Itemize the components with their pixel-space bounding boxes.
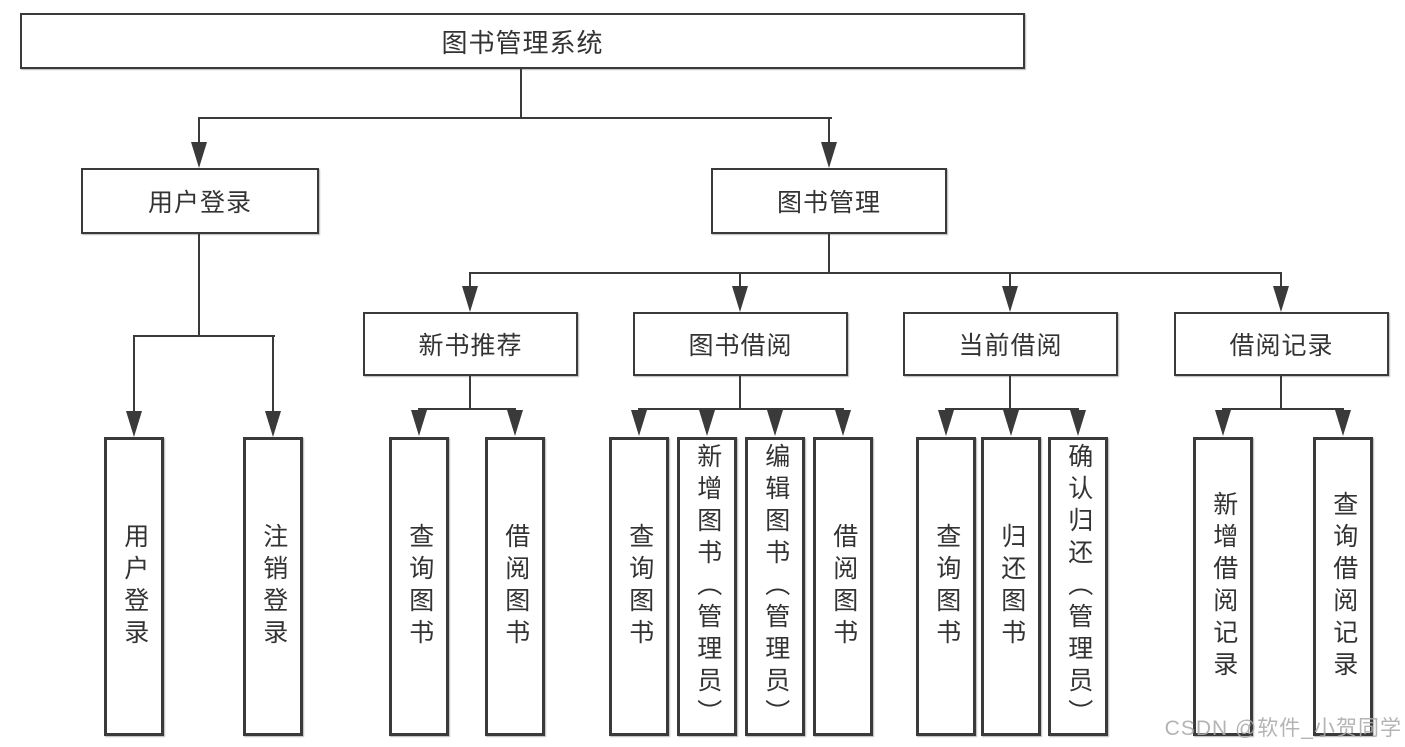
- connector-line: [133, 335, 275, 337]
- connector-line: [520, 69, 522, 119]
- connector-line: [638, 408, 844, 410]
- node-borrowing-records: 借阅记录: [1174, 312, 1389, 376]
- node-label: 图书管理: [776, 189, 881, 217]
- node-label: 借阅记录: [1229, 332, 1334, 360]
- node-label: 借阅图书: [829, 522, 858, 651]
- arrow-down-icon: [1002, 286, 1018, 312]
- connector-line: [272, 337, 274, 413]
- node-label: 新增借阅记录: [1209, 490, 1238, 683]
- leaf-query-books-borrow: 查询图书: [609, 437, 669, 736]
- leaf-logout: 注销登录: [243, 437, 303, 736]
- leaf-add-borrow-record: 新增借阅记录: [1193, 437, 1253, 736]
- connector-line: [739, 376, 741, 410]
- node-user-login: 用户登录: [81, 168, 319, 234]
- arrow-down-icon: [1070, 410, 1086, 436]
- node-label: 新增图书（管理员）: [693, 442, 722, 731]
- arrow-down-icon: [1215, 410, 1231, 436]
- node-label: 借阅图书: [501, 522, 530, 651]
- connector-line: [198, 117, 832, 119]
- connector-line: [133, 337, 135, 413]
- arrow-down-icon: [126, 411, 142, 437]
- connector-line: [1280, 376, 1282, 410]
- node-book-management: 图书管理: [711, 168, 947, 234]
- node-label: 查询图书: [932, 522, 961, 651]
- leaf-user-login: 用户登录: [104, 437, 164, 736]
- connector-line: [828, 234, 830, 274]
- arrow-down-icon: [938, 410, 954, 436]
- arrow-down-icon: [631, 410, 647, 436]
- connector-line: [469, 272, 1282, 274]
- node-label: 查询图书: [625, 522, 654, 651]
- node-label: 新书推荐: [418, 332, 523, 360]
- arrow-down-icon: [507, 410, 523, 436]
- connector-line: [945, 408, 1079, 410]
- node-label: 用户登录: [147, 189, 252, 217]
- connector-line: [1009, 376, 1011, 410]
- arrow-down-icon: [462, 286, 478, 312]
- arrow-down-icon: [767, 410, 783, 436]
- leaf-confirm-return-admin: 确认归还（管理员）: [1048, 437, 1108, 736]
- node-label: 当前借阅: [958, 332, 1063, 360]
- connector-line: [469, 274, 471, 288]
- connector-line: [198, 234, 200, 337]
- leaf-borrow-books-recommend: 借阅图书: [485, 437, 545, 736]
- arrow-down-icon: [191, 142, 207, 168]
- connector-line: [1009, 274, 1011, 288]
- arrow-down-icon: [732, 286, 748, 312]
- node-label: 图书管理系统: [441, 27, 604, 58]
- arrow-down-icon: [835, 410, 851, 436]
- leaf-borrow-books: 借阅图书: [813, 437, 873, 736]
- node-new-book-recommendation: 新书推荐: [363, 312, 578, 376]
- arrow-down-icon: [1003, 410, 1019, 436]
- leaf-query-borrow-record: 查询借阅记录: [1313, 437, 1373, 736]
- node-label: 图书借阅: [688, 332, 793, 360]
- leaf-query-books-recommend: 查询图书: [389, 437, 449, 736]
- leaf-query-books-current: 查询图书: [916, 437, 976, 736]
- leaf-add-books-admin: 新增图书（管理员）: [677, 437, 737, 736]
- connector-line: [1222, 408, 1344, 410]
- node-current-borrowing: 当前借阅: [903, 312, 1118, 376]
- leaf-return-books: 归还图书: [981, 437, 1041, 736]
- node-label: 用户登录: [120, 522, 149, 651]
- node-book-borrowing: 图书借阅: [633, 312, 848, 376]
- connector-line: [739, 274, 741, 288]
- arrow-down-icon: [1335, 410, 1351, 436]
- connector-line: [198, 119, 200, 146]
- connector-line: [828, 119, 830, 146]
- arrow-down-icon: [821, 142, 837, 168]
- csdn-watermark: CSDN @软件_小贺同学: [1164, 717, 1402, 740]
- connector-line: [418, 408, 516, 410]
- node-label: 归还图书: [997, 522, 1026, 651]
- connector-line: [469, 376, 471, 410]
- arrow-down-icon: [411, 410, 427, 436]
- node-label: 注销登录: [259, 522, 288, 651]
- connector-line: [1280, 274, 1282, 288]
- arrow-down-icon: [699, 410, 715, 436]
- node-label: 查询图书: [405, 522, 434, 651]
- arrow-down-icon: [1273, 286, 1289, 312]
- leaf-edit-books-admin: 编辑图书（管理员）: [745, 437, 805, 736]
- node-label: 编辑图书（管理员）: [761, 442, 790, 731]
- node-library-management-system: 图书管理系统: [20, 13, 1025, 69]
- arrow-down-icon: [265, 411, 281, 437]
- node-label: 确认归还（管理员）: [1064, 442, 1093, 731]
- node-label: 查询借阅记录: [1329, 490, 1358, 683]
